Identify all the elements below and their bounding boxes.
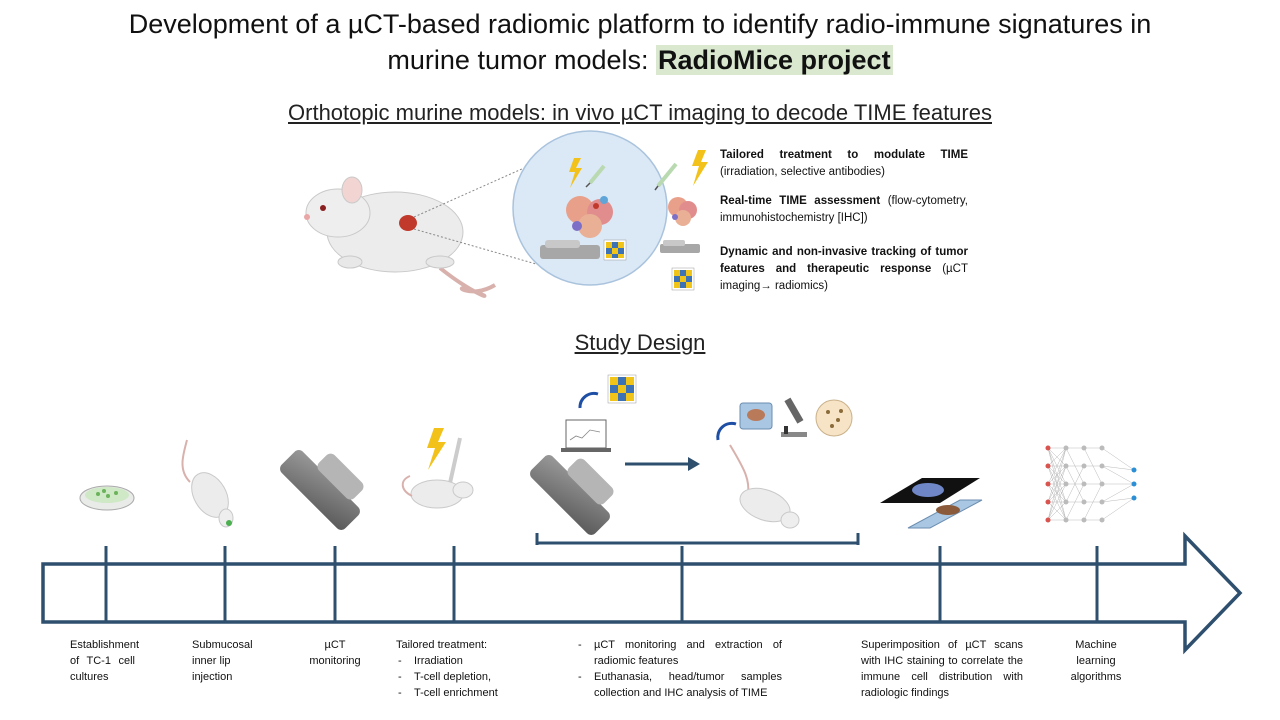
feature-2-bold: Real-time TIME assessment [720, 195, 881, 207]
mouse-icon [401, 475, 474, 509]
right-arrow [625, 457, 700, 471]
step-4-list: Irradiation T-cell depletion, T-cell enr… [396, 653, 524, 701]
microscope-icon [781, 397, 807, 437]
mouse-icon [729, 444, 800, 529]
feature-3: Dynamic and non-invasive tracking of tum… [720, 244, 968, 295]
ct-scanner-icon [280, 450, 364, 530]
petri-dish-icon [79, 485, 135, 511]
step-1-label: Establishment of TC-1 cell cultures [70, 639, 140, 683]
step-5-list: µCT monitoring and extraction of radiomi… [576, 637, 782, 701]
ct-scanner-icon [540, 240, 600, 259]
step-4-item-1: Irradiation [396, 653, 524, 669]
ct-scanner-icon [530, 455, 614, 535]
heatmap-icon [603, 239, 627, 261]
arrow-icon: → [760, 280, 772, 292]
heatmap-icon [671, 267, 695, 291]
step-3-label: µCT monitoring [309, 639, 361, 667]
title-line-2: murine tumor models: RadioMice project [0, 42, 1280, 78]
feature-1-bold: Tailored treatment to modulate TIME [720, 149, 968, 161]
feature-1: Tailored treatment to modulate TIME (irr… [720, 147, 968, 181]
heatmap-icon [607, 374, 637, 404]
mouse-icon [304, 176, 497, 298]
step-4-item-2: T-cell depletion, [396, 669, 524, 685]
curved-arrow-icon [578, 391, 599, 409]
project-name: RadioMice project [656, 45, 893, 75]
title-line-1: Development of a µCT-based radiomic plat… [128, 9, 1152, 39]
lightning-icon [427, 428, 446, 470]
step-2-label: Submucosal inner lip injection [192, 639, 253, 683]
slide-icon [739, 402, 773, 430]
syringe-icon [585, 164, 606, 188]
timeline-ticks [104, 546, 1099, 622]
step-5: µCT monitoring and extraction of radiomi… [576, 637, 782, 701]
feature-3-rest2: radiomics) [771, 280, 829, 292]
page-title: Development of a µCT-based radiomic plat… [0, 6, 1280, 78]
slide-icon [907, 499, 983, 529]
tumor-cells-icon [566, 196, 613, 238]
lightning-icon [569, 158, 582, 188]
feature-1-rest: (irradiation, selective antibodies) [720, 166, 885, 178]
timeline-arrow [41, 531, 1243, 655]
feature-2: Real-time TIME assessment (flow-cytometr… [720, 193, 968, 227]
lightning-icon [692, 150, 708, 186]
step-4: Tailored treatment: Irradiation T-cell d… [396, 637, 524, 701]
study-design-heading: Study Design [574, 330, 706, 355]
title-line-2-prefix: murine tumor models: [387, 45, 657, 75]
step-4-label: Tailored treatment: [396, 639, 488, 651]
tumor-cells-icon [668, 197, 697, 226]
neural-network-icon [1045, 445, 1137, 523]
curved-arrow-icon [716, 421, 737, 441]
step-5-item-1: µCT monitoring and extraction of radiomi… [576, 637, 782, 669]
top-section-heading: Orthotopic murine models: in vivo µCT im… [288, 100, 992, 125]
feature-3-bold: Dynamic and non-invasive tracking of tum… [720, 246, 968, 275]
zoom-line-bottom [413, 228, 551, 269]
step-7-label: Machine learning algorithms [1070, 639, 1122, 683]
ct-scan-image-icon [880, 478, 980, 503]
step-4-item-3: T-cell enrichment [396, 685, 524, 701]
ct-scanner-icon [660, 240, 700, 253]
syringe-icon [654, 162, 678, 191]
step-5-item-2: Euthanasia, head/tumor samples collectio… [576, 669, 782, 701]
mouse-icon [181, 439, 234, 528]
tumor-icon [399, 215, 417, 231]
feature-2-rest: (flow-cytometry, immunohistochemistry [I… [720, 195, 968, 224]
tissue-circle-icon [815, 399, 853, 437]
feature-3-rest: (µCT imaging [720, 263, 968, 292]
laptop-icon [561, 419, 611, 452]
step-6-label: Superimposition of µCT scans with IHC st… [861, 639, 1023, 699]
